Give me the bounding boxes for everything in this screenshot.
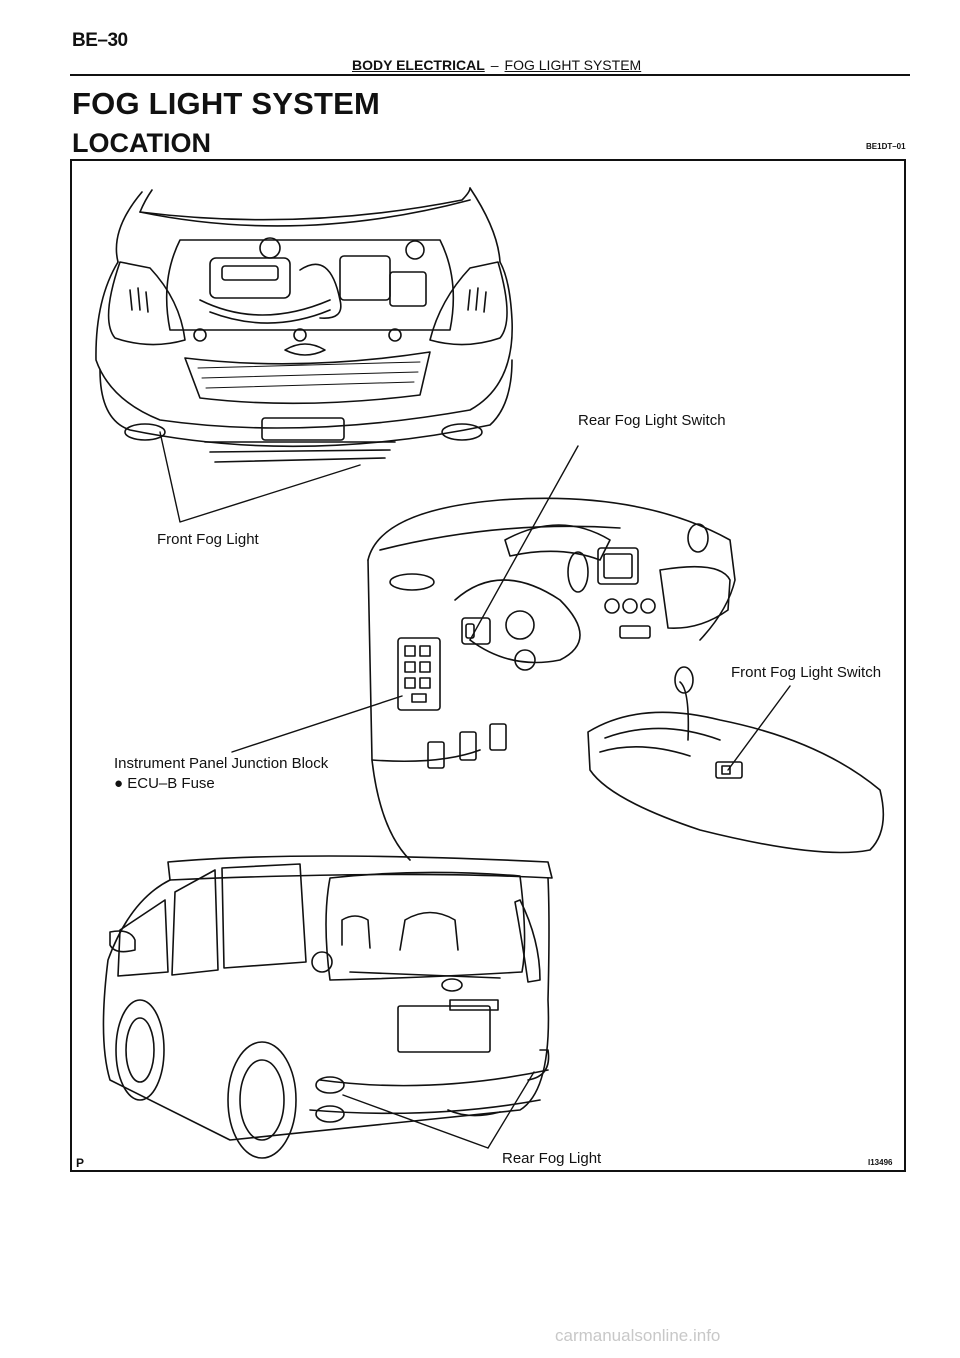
header-rule <box>70 74 910 76</box>
header-section: BODY ELECTRICAL <box>352 57 485 73</box>
label-front-fog-light-switch: Front Fog Light Switch <box>731 664 882 681</box>
page-title: FOG LIGHT SYSTEM <box>72 86 381 121</box>
interior-dashboard-drawing <box>367 497 885 861</box>
label-rear-fog-light-switch: Rear Fog Light Switch <box>578 412 726 429</box>
figure-code: I13496 <box>868 1158 893 1167</box>
label-ecu-b-fuse: ● ECU–B Fuse <box>114 775 215 792</box>
section-title: LOCATION <box>72 128 211 158</box>
label-front-fog-light: Front Fog Light <box>157 531 259 548</box>
page-number: BE–30 <box>72 30 128 51</box>
figure-frame <box>70 159 906 1172</box>
junction-block-drawing <box>397 637 441 711</box>
label-junction-block-title: Instrument Panel Junction Block <box>114 755 329 772</box>
rear-vehicle-drawing <box>102 855 553 1159</box>
front-vehicle-drawing <box>95 187 513 463</box>
label-rear-fog-light: Rear Fog Light <box>502 1150 602 1167</box>
figure-corner-letter: P <box>76 1156 85 1170</box>
running-header: BODY ELECTRICAL–FOG LIGHT SYSTEM <box>352 57 641 73</box>
header-separator: – <box>490 57 499 73</box>
header-subsection: FOG LIGHT SYSTEM <box>504 57 642 73</box>
watermark-text: carmanualsonline.info <box>555 1326 721 1345</box>
label-junction-block: Instrument Panel Junction Block ● ECU–B … <box>114 754 328 794</box>
reference-code: BE1DT–01 <box>866 142 906 151</box>
leader-lines <box>159 431 791 1149</box>
